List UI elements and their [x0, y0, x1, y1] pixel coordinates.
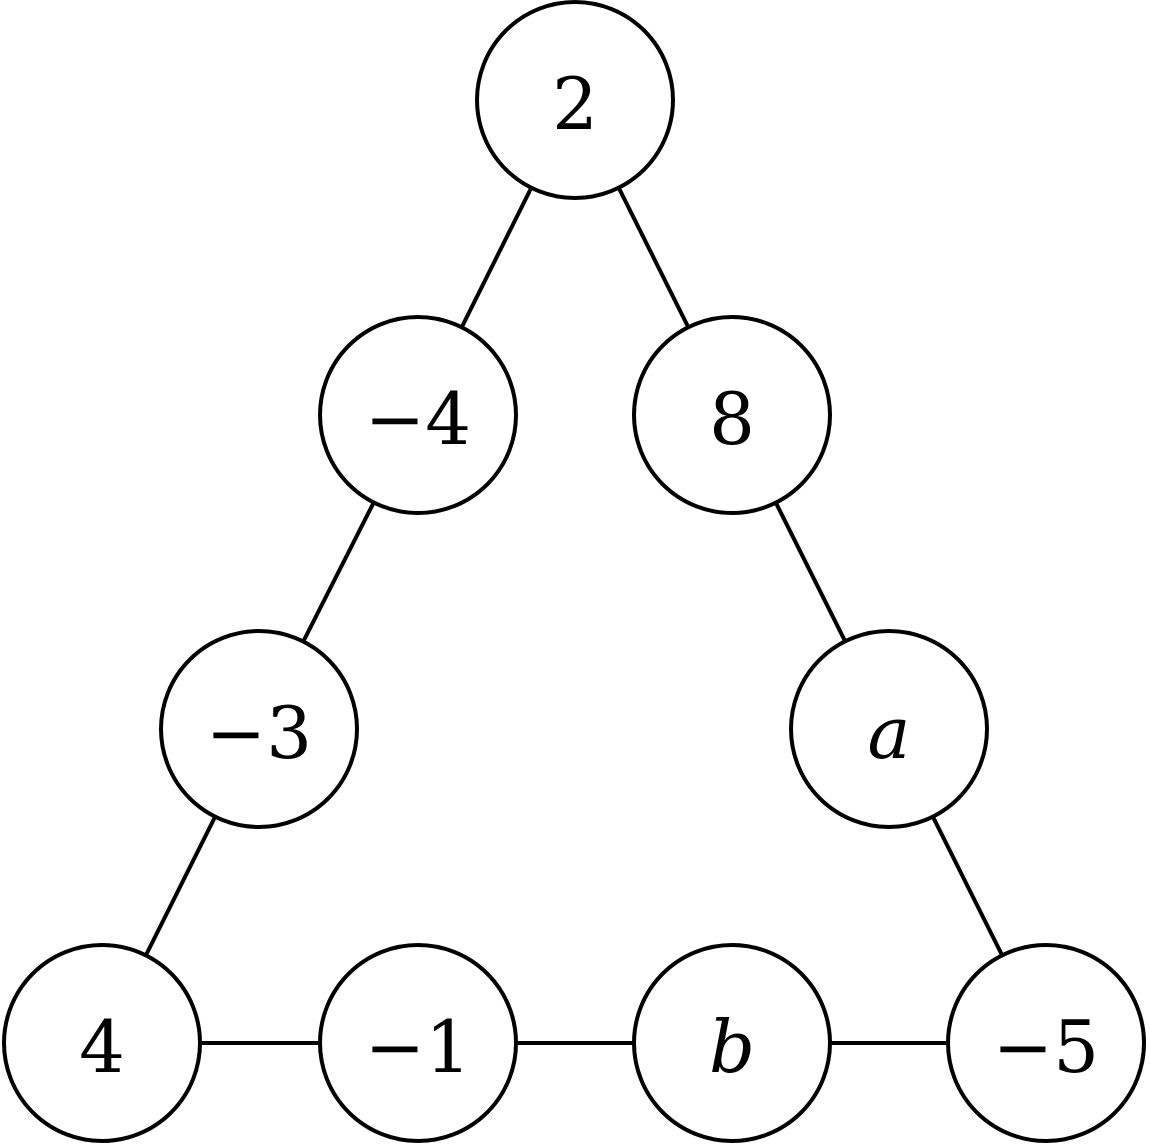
- edge-top-right-1: [616, 186, 691, 329]
- node-left-1: −4: [318, 315, 518, 515]
- node-circle: [475, 0, 675, 200]
- node-label: 2: [552, 62, 598, 146]
- node-right-2: a: [789, 629, 989, 829]
- node-circle: [632, 943, 832, 1143]
- node-label: −5: [993, 1005, 1099, 1089]
- node-top: 2: [475, 0, 675, 200]
- edge-left-2-bottom-1: [144, 815, 217, 957]
- node-circle: [2, 943, 202, 1143]
- node-right-1: 8: [632, 315, 832, 515]
- node-circle: [159, 629, 359, 829]
- node-bottom-1: 4: [2, 943, 202, 1143]
- edge-right-2-bottom-4: [931, 815, 1004, 957]
- node-label: 8: [709, 377, 755, 461]
- node-circle: [632, 315, 832, 515]
- edge-left-1-left-2: [301, 501, 376, 643]
- node-circle: [789, 629, 989, 829]
- node-label: b: [709, 1005, 755, 1089]
- node-label: 4: [79, 1005, 125, 1089]
- node-bottom-4: −5: [946, 943, 1146, 1143]
- node-circle: [318, 943, 518, 1143]
- node-label: −3: [206, 691, 312, 775]
- edge-right-1-right-2: [774, 501, 847, 643]
- node-circle: [946, 943, 1146, 1143]
- node-label: a: [868, 691, 911, 775]
- node-label: −1: [365, 1005, 471, 1089]
- edge-top-left-1: [459, 186, 534, 329]
- node-label: −4: [365, 377, 471, 461]
- node-bottom-3: b: [632, 943, 832, 1143]
- edges: [144, 186, 1004, 1045]
- node-bottom-2: −1: [318, 943, 518, 1143]
- node-left-2: −3: [159, 629, 359, 829]
- node-circle: [318, 315, 518, 515]
